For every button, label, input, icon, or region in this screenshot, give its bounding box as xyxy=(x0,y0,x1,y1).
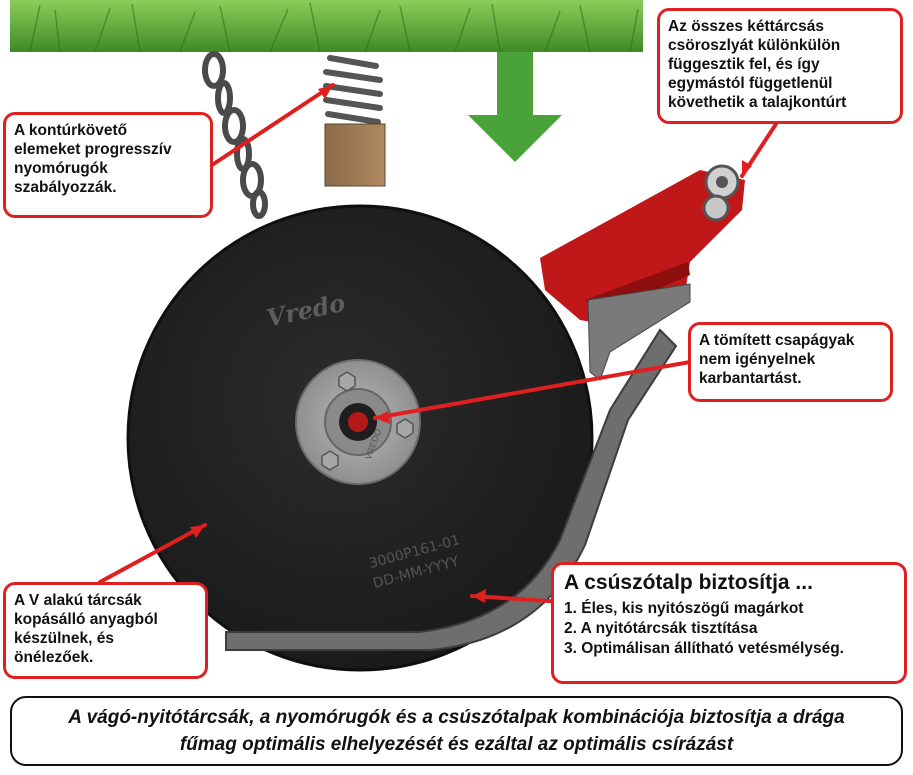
callout-line: csöroszlyát különkülön xyxy=(668,37,841,54)
callout-line: szabályozzák. xyxy=(14,179,117,196)
frame-plate xyxy=(587,283,691,381)
callout-pressure-springs: A kontúrkövető elemeket progresszív nyom… xyxy=(3,112,213,218)
skid-callout-title: A csúszótalp biztosítja ... xyxy=(564,571,813,594)
grass-strip xyxy=(10,0,643,53)
callout-line: követhetik a talajkontúrt xyxy=(668,94,847,111)
chain-icon xyxy=(202,51,268,219)
down-arrow-icon xyxy=(468,52,562,162)
callout-line: A V alakú tárcsák xyxy=(14,592,142,609)
spring-post xyxy=(324,123,386,187)
callout-line: egymástól függetlenül xyxy=(668,75,833,92)
callout-line: Az összes kéttárcsás xyxy=(668,18,824,35)
callout-line: függesztik fel, és így xyxy=(668,56,820,73)
callout-line: nyomórugók xyxy=(14,160,108,177)
callout-line: karbantartást. xyxy=(699,370,802,387)
callout-line: A kontúrkövető xyxy=(14,122,128,139)
callout-line: kopásálló anyagból xyxy=(14,611,158,628)
callout-independent-suspension: Az összes kéttárcsás csöroszlyát különkü… xyxy=(657,8,903,124)
spring-icon xyxy=(323,55,383,125)
summary-banner: A vágó-nyitótárcsák, a nyomórugók és a c… xyxy=(10,696,903,766)
callout-line: A tömített csapágyak xyxy=(699,332,855,349)
list-item: 2. A nyitótárcsák tisztítása xyxy=(564,620,758,637)
callout-skid-benefits: A csúszótalp biztosítja ... 1. Éles, kis… xyxy=(551,562,907,684)
callout-line: önélezőek. xyxy=(14,649,94,666)
summary-line-2: fűmag optimális elhelyezését és ezáltal … xyxy=(179,734,734,755)
callout-v-discs: A V alakú tárcsák kopásálló anyagból kés… xyxy=(3,582,208,679)
list-item: 3. Optimálisan állítható vetésmélység. xyxy=(564,640,844,657)
skid-benefit-list: 1. Éles, kis nyitószögű magárkot 2. A ny… xyxy=(564,599,894,659)
callout-sealed-bearings: A tömített csapágyak nem igényelnek karb… xyxy=(688,322,893,402)
summary-line-1: A vágó-nyitótárcsák, a nyomórugók és a c… xyxy=(68,707,845,728)
callout-line: nem igényelnek xyxy=(699,351,816,368)
callout-line: elemeket progresszív xyxy=(14,141,172,158)
callout-pointer-arrowheads xyxy=(190,85,752,603)
list-item: 1. Éles, kis nyitószögű magárkot xyxy=(564,600,804,617)
disc-hub xyxy=(295,359,421,485)
callout-line: készülnek, és xyxy=(14,630,114,647)
